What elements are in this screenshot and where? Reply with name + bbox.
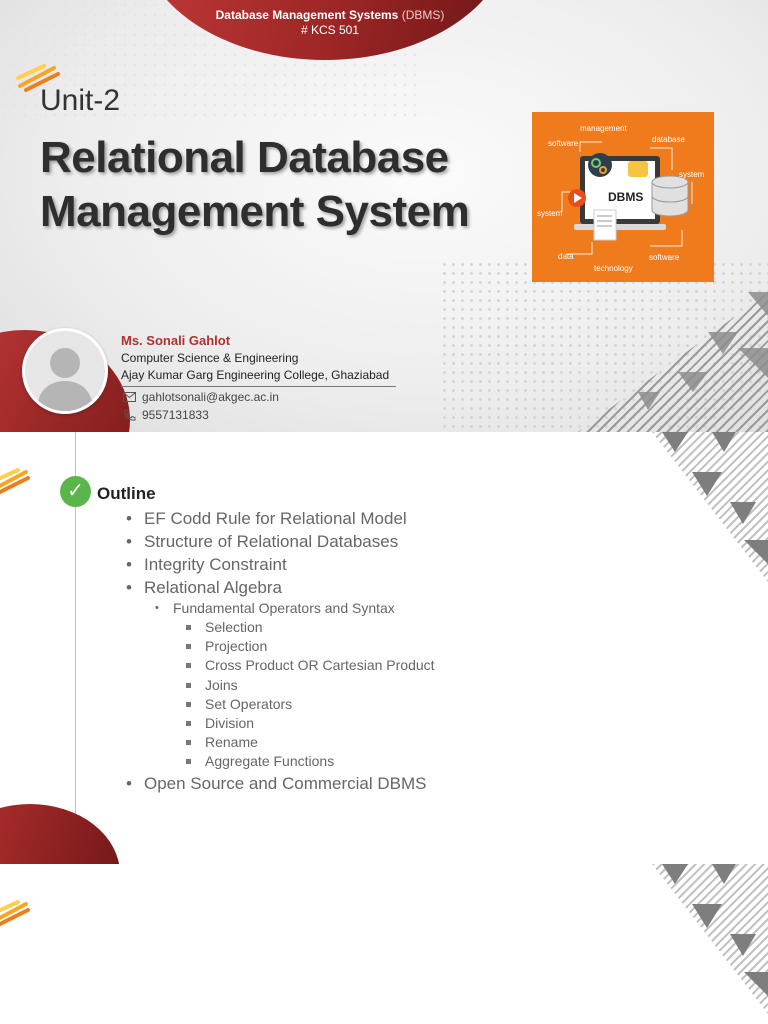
operator-item: Division (126, 714, 435, 733)
operator-item: Cross Product OR Cartesian Product (126, 656, 435, 675)
avatar (22, 328, 108, 414)
vertical-rule (75, 432, 76, 864)
list-item: Integrity Constraint (126, 553, 435, 576)
phone-icon (124, 409, 136, 421)
sub-list-item: Fundamental Operators and Syntax (126, 599, 435, 618)
flame-icon (0, 468, 30, 494)
course-header: Database Management Systems (DBMS) # KCS… (150, 8, 510, 38)
triangle-decoration (652, 864, 768, 1014)
dbms-label: DBMS (608, 190, 644, 204)
operator-item: Selection (126, 618, 435, 637)
title-line-2: Management System (40, 187, 470, 236)
slide-title: Relational Database Management System (40, 131, 470, 239)
author-info: Ms. Sonali Gahlot Computer Science & Eng… (121, 333, 396, 387)
course-abbr: (DBMS) (401, 8, 445, 22)
triangle-decoration (652, 432, 768, 582)
author-name: Ms. Sonali Gahlot (121, 333, 231, 348)
outline-heading: Outline (97, 484, 156, 503)
word-management: management (580, 124, 627, 133)
word-technology: technology (594, 264, 633, 273)
operator-item: Projection (126, 637, 435, 656)
list-item: EF Codd Rule for Relational Model (126, 507, 435, 530)
flame-icon (16, 64, 60, 92)
mail-icon (123, 392, 136, 402)
word-data: data (558, 252, 574, 261)
operator-item: Set Operators (126, 695, 435, 714)
course-name: Database Management Systems (215, 8, 399, 22)
dbms-illustration: management software database system DBMS… (532, 112, 714, 282)
word-software: software (649, 253, 680, 262)
red-accent-shape (0, 804, 120, 864)
outline-list: EF Codd Rule for Relational Model Struct… (126, 507, 435, 795)
author-department: Computer Science & Engineering (121, 351, 299, 365)
title-line-1: Relational Database (40, 133, 449, 182)
word-software: software (548, 139, 579, 148)
divider (121, 386, 396, 387)
title-slide: Database Management Systems (DBMS) # KCS… (0, 0, 768, 432)
avatar-icon (37, 348, 93, 411)
dbms-graphic (561, 141, 693, 255)
list-item: Structure of Relational Databases (126, 530, 435, 553)
author-phone: 9557131833 (142, 408, 209, 422)
phone-row: 9557131833 (123, 408, 209, 422)
operator-item: Rename (126, 733, 435, 752)
checkmark-icon: ✓ (60, 476, 91, 507)
flame-icon (0, 900, 30, 926)
email-row: gahlotsonali@akgec.ac.in (123, 390, 279, 404)
word-system: system (679, 170, 705, 179)
word-database: database (652, 135, 685, 144)
operator-item: Aggregate Functions (126, 752, 435, 771)
list-item: Open Source and Commercial DBMS (126, 772, 435, 795)
outline-slide: ✓ Outline EF Codd Rule for Relational Mo… (0, 432, 768, 864)
author-email[interactable]: gahlotsonali@akgec.ac.in (142, 390, 279, 404)
word-system: system (537, 209, 563, 218)
next-slide-partial (0, 864, 768, 1024)
author-college: Ajay Kumar Garg Engineering College, Gha… (121, 368, 390, 382)
list-item: Relational Algebra (126, 576, 435, 599)
unit-label: Unit-2 (40, 84, 121, 117)
operator-item: Joins (126, 676, 435, 695)
triangle-decoration (638, 292, 768, 410)
course-code: # KCS 501 (300, 23, 360, 37)
